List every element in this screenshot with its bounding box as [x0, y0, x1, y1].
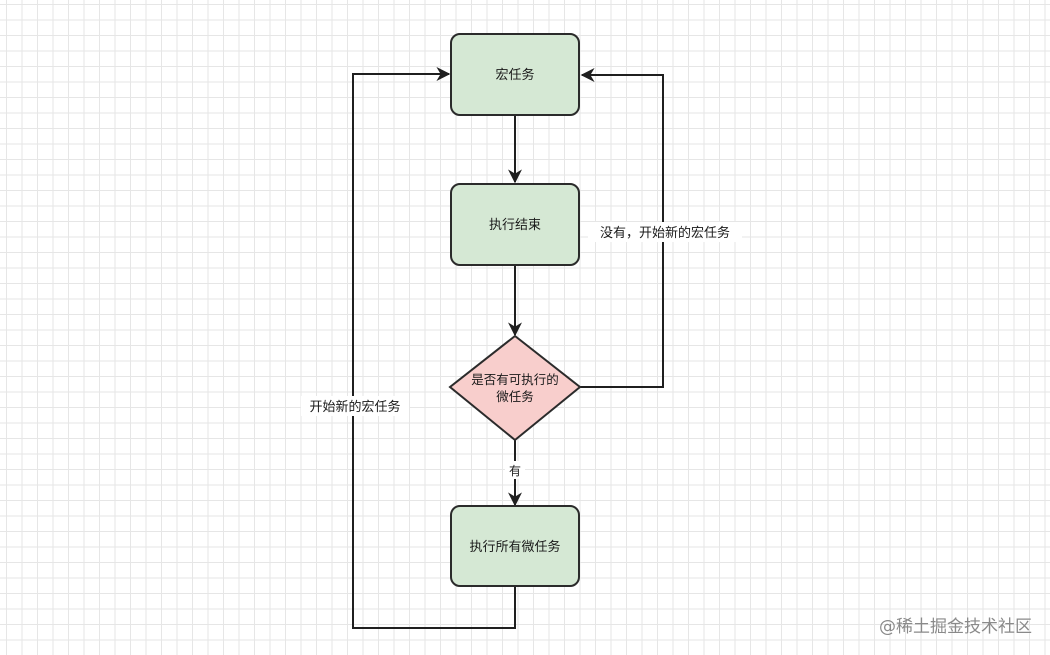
edge-label-none: 没有，开始新的宏任务	[600, 225, 730, 241]
node-macro-task: 宏任务	[450, 33, 580, 116]
none-label-bg	[588, 222, 742, 242]
node-exec-done: 执行结束	[450, 183, 580, 266]
edge-label-yes: 有	[509, 464, 521, 478]
edge-micro-loop-back	[352, 67, 516, 629]
decision-label-line2: 微任务	[496, 389, 534, 404]
node-exec-all-micro: 执行所有微任务	[450, 505, 580, 587]
decision-label-line1: 是否有可执行的	[471, 372, 559, 387]
yes-label-bg	[505, 461, 525, 479]
node-exec-all-micro-label: 执行所有微任务	[469, 539, 560, 555]
loop-label-bg	[301, 396, 409, 416]
watermark-text: @稀土掘金技术社区	[879, 617, 1032, 637]
node-decision-microtask: 是否有可执行的 微任务	[448, 334, 582, 442]
node-exec-done-label: 执行结束	[489, 218, 541, 233]
edge-label-loop: 开始新的宏任务	[309, 399, 400, 415]
node-macro-task-label: 宏任务	[495, 67, 534, 83]
